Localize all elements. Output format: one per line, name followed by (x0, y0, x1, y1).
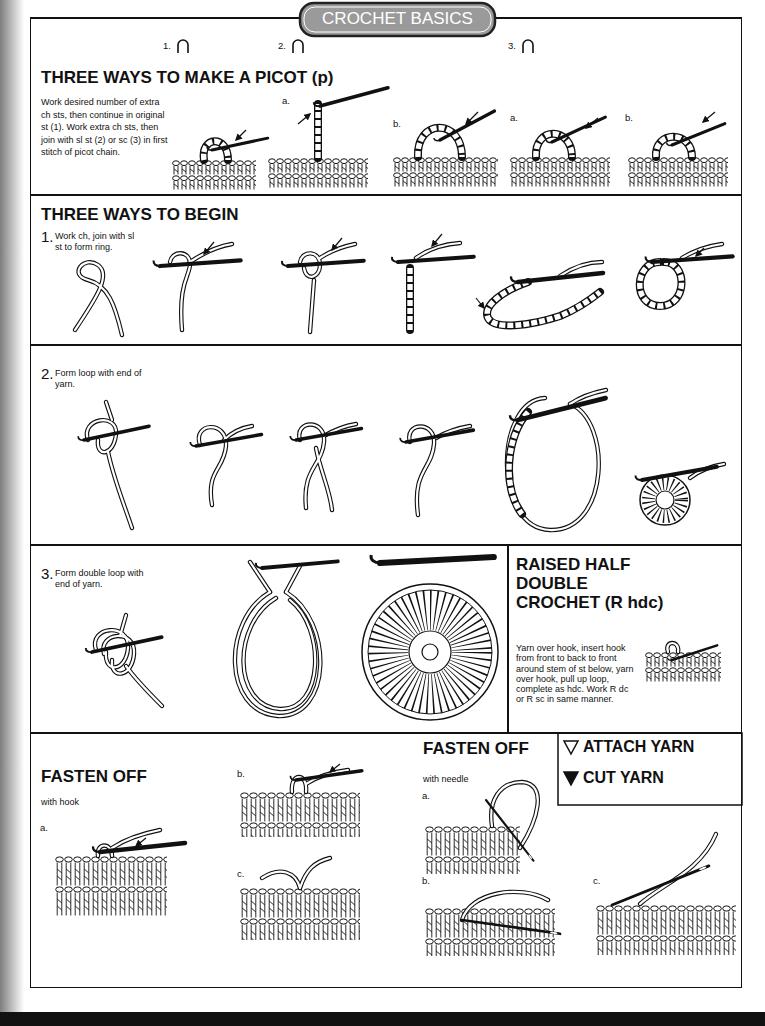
text-slot: a. (282, 95, 304, 106)
callout-letter: 3. (508, 40, 530, 51)
sub-heading: with needle (423, 774, 523, 785)
step-number: 1. (41, 229, 57, 245)
callout-letter: 1. (163, 40, 185, 51)
text-slot: CROCHET BASICS (300, 9, 495, 29)
text-slot: 1. (163, 40, 185, 51)
callout-letter: c. (593, 875, 615, 886)
callout-letter: c. (237, 868, 259, 879)
instruction-text: Work desired number of extra ch sts, the… (41, 96, 171, 159)
callout-letter: a. (422, 790, 444, 801)
legend-text: CUT YARN (583, 768, 738, 787)
page-title: CROCHET BASICS (300, 9, 495, 29)
text-slot: b. (237, 768, 259, 779)
section-heading: THREE WAYS TO MAKE A PICOT (p) (41, 68, 441, 88)
text-slot: Work ch, join with sl st to form ring. (55, 231, 139, 253)
text-slot: RAISED HALF DOUBLE CROCHET (R hdc) (516, 555, 668, 612)
callout-letter: 2. (278, 40, 300, 51)
callout-letter: a. (282, 95, 304, 106)
text-slot: FASTEN OFF (423, 739, 583, 759)
page-spine (0, 0, 24, 1026)
stitch-panel: RAISED HALF DOUBLE CROCHET (R hdc) Yarn o… (508, 545, 742, 733)
yarn (75, 104, 724, 920)
instruction-text: Form double loop with end of yarn. (55, 568, 150, 590)
step-number: 3. (41, 566, 57, 582)
begin-panel: THREE WAYS TO BEGIN 1.Work ch, join with … (30, 195, 742, 345)
text-slot: 2. (278, 40, 300, 51)
picot-symbols (178, 40, 533, 53)
text-slot: a. (40, 822, 62, 833)
begin-panel: 3.Form double loop with end of yarn. (30, 545, 508, 733)
text-slot: ATTACH YARN (583, 737, 738, 756)
legend-box (558, 733, 742, 805)
callout-letter: b. (237, 768, 259, 779)
needles (462, 800, 709, 935)
text-slot: 3. (508, 40, 530, 51)
text-slot: Yarn over hook, insert hook from front t… (516, 643, 634, 705)
text-slot: Form loop with end of yarn. (55, 368, 145, 390)
section-heading: FASTEN OFF (41, 767, 201, 787)
attach-yarn-symbol (564, 741, 578, 754)
text-slot: b. (393, 118, 415, 129)
header-tab (300, 3, 495, 36)
text-slot: THREE WAYS TO MAKE A PICOT (p) (41, 68, 441, 88)
text-slot: a. (510, 112, 532, 123)
section-heading: RAISED HALF DOUBLE CROCHET (R hdc) (516, 555, 668, 612)
text-slot: b. (625, 112, 647, 123)
callout-letter: b. (393, 118, 415, 129)
callout-letter: a. (40, 822, 62, 833)
text-slot: 3. (41, 566, 57, 582)
instruction-text: Form loop with end of yarn. (55, 368, 145, 390)
instruction-text: Yarn over hook, insert hook from front t… (516, 643, 634, 705)
stitch-rings (362, 475, 690, 720)
sub-heading: with hook (41, 797, 141, 808)
text-slot: Form double loop with end of yarn. (55, 568, 150, 590)
callout-letter: a. (510, 112, 532, 123)
text-slot: a. (422, 790, 444, 801)
text-slot: CUT YARN (583, 768, 738, 787)
stitch-rows (55, 157, 736, 956)
section-heading: FASTEN OFF (423, 739, 583, 759)
cut-yarn-symbol (564, 772, 578, 785)
text-slot: 2. (41, 366, 57, 382)
section-heading: THREE WAYS TO BEGIN (41, 205, 441, 225)
text-slot: c. (593, 875, 615, 886)
begin-panel: 2.Form loop with end of yarn. (30, 345, 742, 545)
text-slot: FASTEN OFF (41, 767, 201, 787)
text-slot: Work desired number of extra ch sts, the… (41, 96, 171, 159)
text-slot: THREE WAYS TO BEGIN (41, 205, 441, 225)
callout-letter: b. (422, 875, 444, 886)
text-slot: with needle (423, 774, 523, 785)
text-slot: 1. (41, 229, 57, 245)
instruction-text: Work ch, join with sl st to form ring. (55, 231, 139, 253)
hooks (78, 83, 732, 853)
text-slot: with hook (41, 797, 141, 808)
page-edge (0, 1012, 765, 1026)
step-number: 2. (41, 366, 57, 382)
legend-text: ATTACH YARN (583, 737, 738, 756)
callout-letter: b. (625, 112, 647, 123)
text-slot: b. (422, 875, 444, 886)
text-slot: c. (237, 868, 259, 879)
picot-panel: THREE WAYS TO MAKE A PICOT (p) Work desir… (30, 18, 742, 195)
